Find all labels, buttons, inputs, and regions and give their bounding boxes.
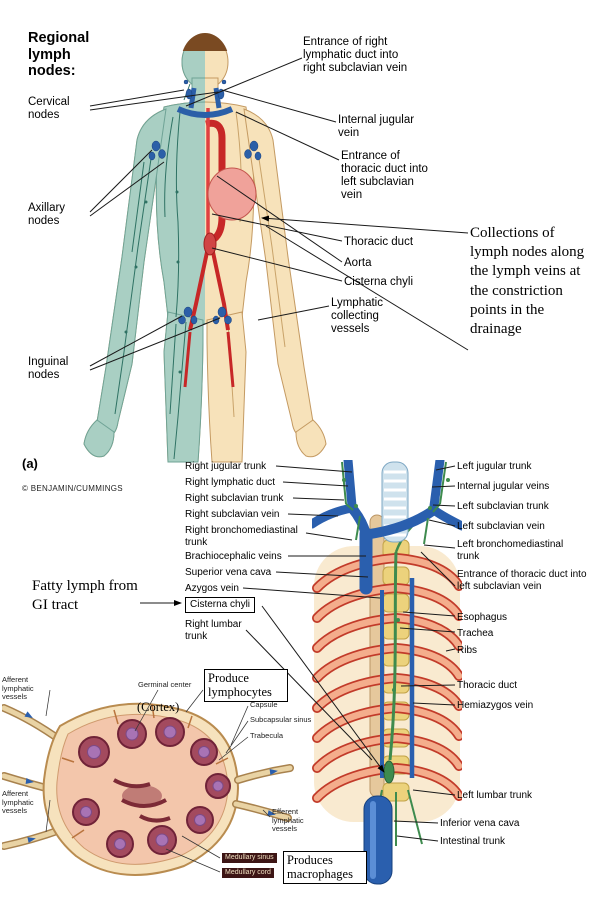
label-left-bronchomediastinal-trunk: Left bronchomediastinal trunk <box>457 539 564 562</box>
label-thoracic-duct: Thoracic duct <box>344 236 414 248</box>
medulla-region <box>122 785 162 807</box>
label-germinal-center: Germinal center <box>138 680 192 689</box>
figure-a-label: (a) <box>22 456 38 471</box>
label-efferent-vessels: Efferent lymphatic vessels <box>272 807 304 834</box>
label-left-lumbar-trunk: Left lumbar trunk <box>457 790 533 801</box>
label-medullary-cord: Medullary cord <box>222 868 274 878</box>
label-hemiazygos-vein: Hemiazygos vein <box>457 700 534 711</box>
label-intestinal-trunk: Intestinal trunk <box>440 836 506 847</box>
label-right-lymphatic-duct: Right lymphatic duct <box>185 477 276 488</box>
label-left-subclavian-trunk: Left subclavian trunk <box>457 501 549 512</box>
label-inferior-vena-cava: Inferior vena cava <box>440 818 520 829</box>
label-right-jugular-trunk: Right jugular trunk <box>185 461 267 472</box>
label-right-subclavian-trunk: Right subclavian trunk <box>185 493 284 504</box>
label-subcapsular-sinus: Subcapsular sinus <box>250 715 312 724</box>
label-superior-vena-cava: Superior vena cava <box>185 567 272 578</box>
label-entrance-right-lymphatic-duct: Entrance of right lymphatic duct into ri… <box>303 36 408 74</box>
label-thoracic-duct-detail: Thoracic duct <box>457 680 518 691</box>
copyright-notice: © BENJAMIN/CUMMINGS <box>22 484 123 493</box>
label-ribs: Ribs <box>457 645 478 656</box>
annotation-collections-of-lymph-nodes: Collections of lymph nodes along the lym… <box>470 225 585 337</box>
annotation-fatty-lymph: Fatty lymph from GI tract <box>32 578 138 614</box>
cisterna-chyli-shape <box>203 232 217 256</box>
page-title: Regional lymph nodes: <box>28 30 90 80</box>
label-inguinal-nodes: Inguinal nodes <box>28 356 69 381</box>
lymph-node-illustration <box>2 702 294 876</box>
label-right-lumbar-trunk: Right lumbar trunk <box>185 619 242 642</box>
label-cisterna-chyli-boxed: Cisterna chyli <box>185 597 256 613</box>
label-right-subclavian-vein: Right subclavian vein <box>185 509 280 520</box>
label-left-subclavian-vein: Left subclavian vein <box>457 521 545 532</box>
stomach-diaphragm-shape <box>207 167 257 221</box>
label-esophagus: Esophagus <box>457 612 508 623</box>
label-cervical-nodes: Cervical nodes <box>28 96 70 121</box>
ivc-highlight <box>370 801 376 879</box>
label-entrance-thoracic-duct: Entrance of thoracic duct into left subc… <box>341 150 428 201</box>
label-azygos-vein: Azygos vein <box>185 583 239 594</box>
label-internal-jugular-vein: Internal jugular vein <box>338 114 415 139</box>
medullary-cords <box>113 778 171 823</box>
label-internal-jugular-veins: Internal jugular veins <box>457 481 550 492</box>
lymph-nodes-green <box>342 478 450 692</box>
label-trabecula: Trabecula <box>250 731 284 740</box>
label-lymphatic-collecting-vessels: Lymphatic collecting vessels <box>331 297 383 335</box>
label-afferent-vessels-bottom: Afferent lymphatic vessels <box>2 789 34 816</box>
annotation-produce-lymphocytes: Produce lymphocytes <box>204 669 288 702</box>
label-capsule: Capsule <box>250 700 278 709</box>
label-cisterna-chyli: Cisterna chyli <box>344 276 414 288</box>
label-brachiocephalic-veins: Brachiocephalic veins <box>185 551 282 562</box>
label-right-bronchomediastinal-trunk: Right bronchomediastinal trunk <box>185 525 298 548</box>
inferior-vena-cava-shape <box>363 795 393 885</box>
label-aorta: Aorta <box>344 257 372 269</box>
label-axillary-nodes: Axillary nodes <box>28 202 66 227</box>
annotation-produces-macrophages: Produces macrophages <box>283 851 367 884</box>
label-medullary-sinus: Medullary sinus <box>222 853 277 863</box>
label-left-jugular-trunk: Left jugular trunk <box>457 461 532 472</box>
annotation-cortex: (Cortex) <box>137 700 180 714</box>
cisterna-chyli-detail-shape <box>383 760 395 784</box>
label-entrance-thoracic-duct-detail: Entrance of thoracic duct into left subc… <box>457 569 587 592</box>
hair <box>182 33 228 51</box>
label-afferent-vessels-top: Afferent lymphatic vessels <box>2 675 34 702</box>
label-trachea: Trachea <box>457 628 494 639</box>
